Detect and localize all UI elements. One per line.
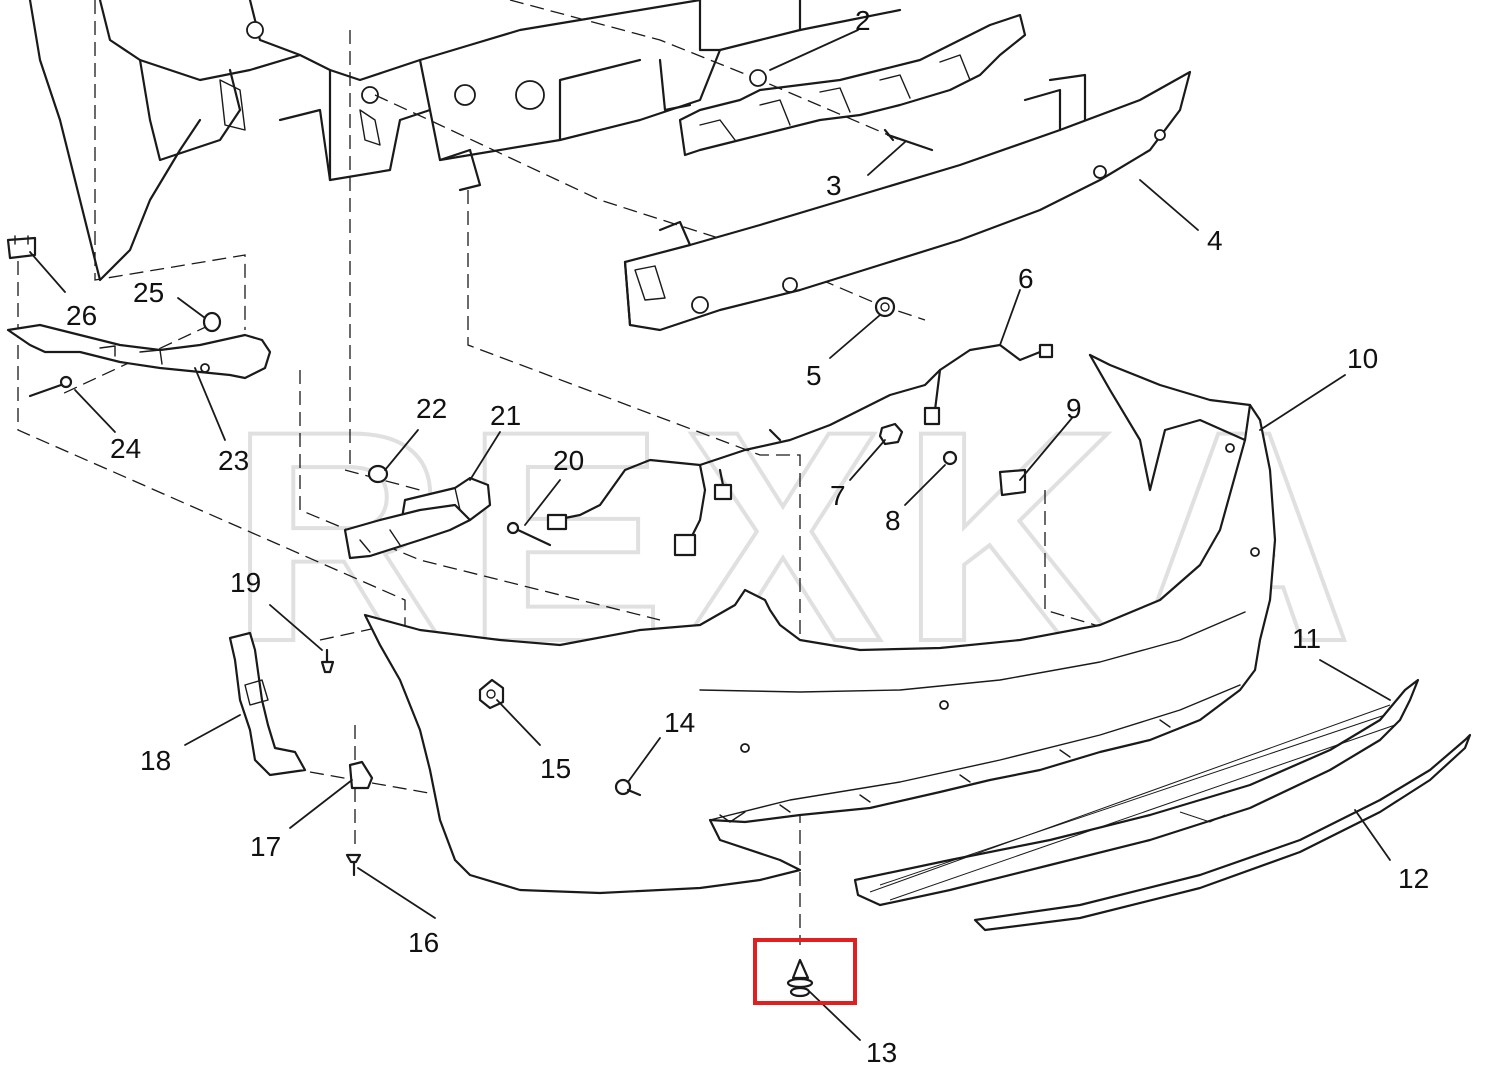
part-19-screw [320,648,335,674]
callout-25: 25 [133,277,164,308]
callout-3: 3 [826,170,842,201]
callout-12: 12 [1398,863,1429,894]
part-13-push-pin-retainer [786,958,814,998]
part-2-energy-absorber [678,13,1027,157]
callout-17: 17 [250,831,281,862]
callout-7: 7 [830,480,846,511]
callout-24: 24 [110,433,141,464]
part-14-screw [614,778,642,797]
callout-5: 5 [806,360,822,391]
callout-23: 23 [218,445,249,476]
leader-lines [29,29,1391,1041]
part-22-grommet [367,464,389,484]
callout-13: 13 [866,1037,897,1068]
callout-2: 2 [855,5,871,36]
part-4-bumper-beam [623,70,1192,332]
part-20-bolt [506,521,552,547]
part-26-clip [6,235,37,260]
callout-labels: 2 3 4 5 6 7 8 9 10 11 12 13 14 15 16 17 … [66,5,1429,1068]
callout-16: 16 [408,927,439,958]
callout-15: 15 [540,753,571,784]
part-8-grommet [942,450,958,466]
callout-22: 22 [416,393,447,424]
part-25-grommet [202,311,222,333]
callout-6: 6 [1018,263,1034,294]
callout-19: 19 [230,567,261,598]
part-16-screw [345,853,362,877]
callout-21: 21 [490,400,521,431]
part-10-bumper-fascia [363,353,1277,895]
callout-20: 20 [553,445,584,476]
part-5-nut [874,296,896,318]
part-9-clip [998,468,1027,497]
callout-14: 14 [664,707,695,738]
part-3-bolt [883,128,934,152]
part-7-clip [878,422,904,446]
part-6-wiring-harness [546,343,1054,557]
part-18-side-bracket [228,631,307,777]
part-23-support-bracket [6,323,272,380]
callout-18: 18 [140,745,171,776]
callout-26: 26 [66,300,97,331]
highlight-box-part-13 [753,938,857,1005]
part-11-lower-grille [853,678,1420,907]
lower-bracket-assembly [343,503,472,560]
callout-8: 8 [885,505,901,536]
callout-11: 11 [1292,623,1321,654]
part-12-trim-strip [973,733,1472,932]
callout-9: 9 [1066,393,1082,424]
part-24-bolt [28,375,73,398]
vehicle-rear-body-structure [28,0,902,282]
part-17-bracket-clip [348,760,374,790]
callout-4: 4 [1207,225,1223,256]
callout-10: 10 [1347,343,1378,374]
